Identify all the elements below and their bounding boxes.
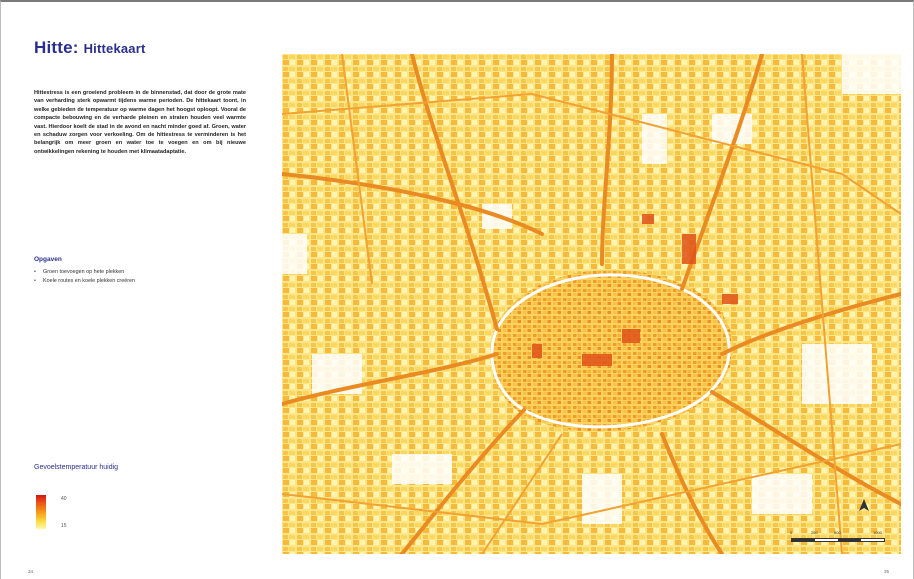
scale-label: 500 [834, 530, 841, 535]
legend-min-label: 15 [61, 523, 67, 529]
scale-label: 250 [811, 530, 818, 535]
north-arrow-icon [859, 499, 869, 511]
page-number-left: 34 [28, 569, 34, 574]
scale-bar-line [791, 538, 885, 542]
title-main: Hitte: [34, 38, 84, 57]
heat-map [282, 54, 901, 554]
legend-title: Gevoelstemperatuur huidig [34, 464, 119, 471]
heat-map-graphic [282, 54, 901, 554]
legend-max-label: 40 [61, 496, 67, 502]
goals-item: Koele routes en koele plekken creëren [34, 277, 135, 286]
intro-paragraph: Hittestress is een groeiend probleem in … [34, 90, 246, 155]
legend-color-ramp [36, 495, 46, 529]
scale-label: 0 [790, 530, 793, 535]
goals-item: Groen toevoegen op hete plekken [34, 268, 135, 277]
goals-heading: Opgaven [34, 256, 62, 263]
page-number-right: 35 [884, 569, 890, 574]
scale-bar: 0 250 500 1000 [790, 530, 885, 542]
scale-label: 1000 [873, 530, 882, 535]
page-title: Hitte: Hittekaart [34, 38, 146, 58]
title-sub: Hittekaart [83, 41, 146, 56]
goals-list: Groen toevoegen op hete plekken Koele ro… [34, 268, 135, 286]
